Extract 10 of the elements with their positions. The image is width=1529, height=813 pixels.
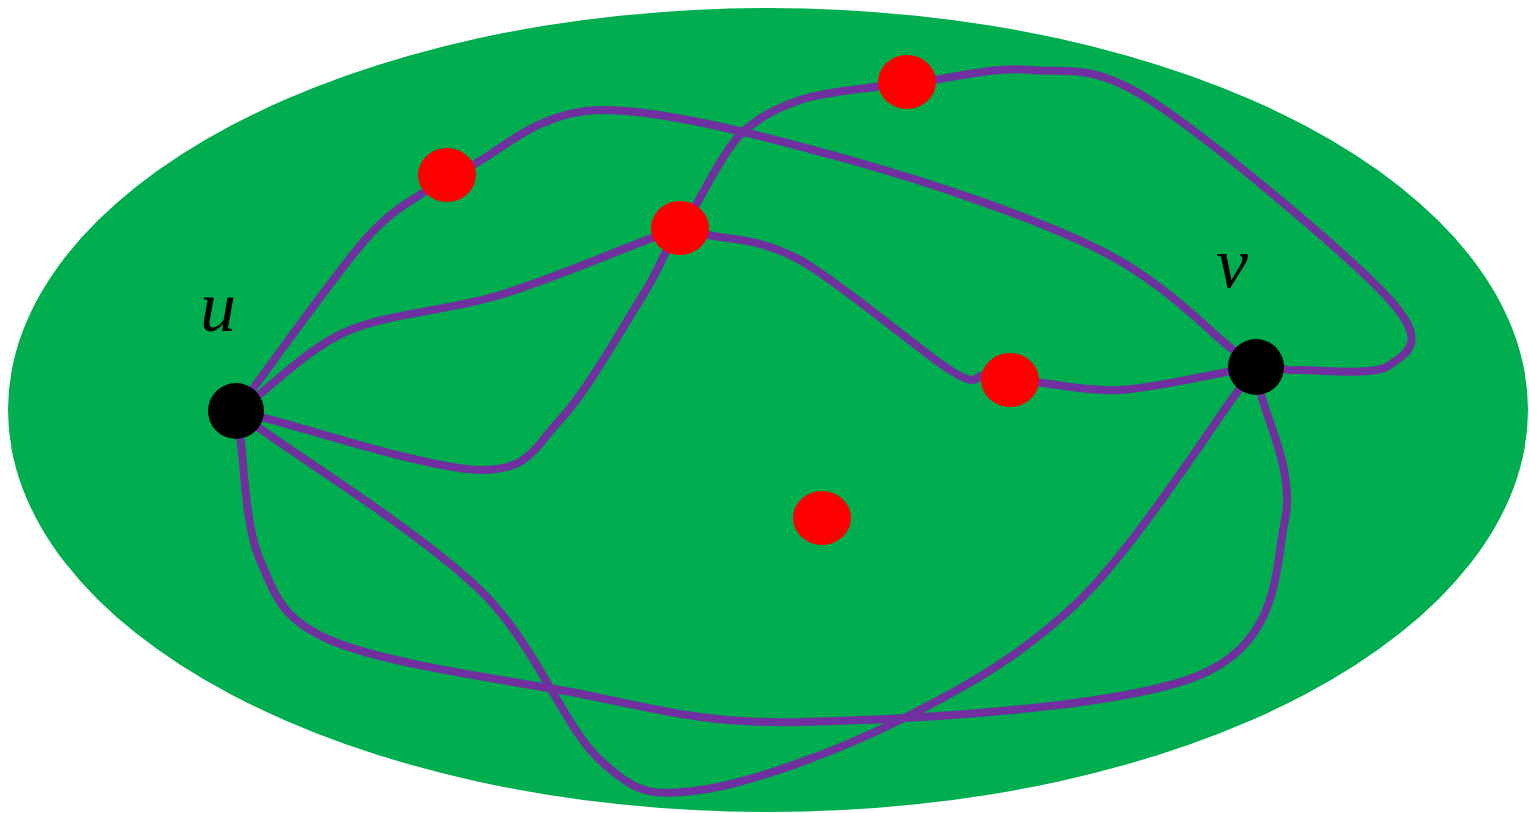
vertex-label: u: [200, 271, 236, 343]
point-dot: [418, 148, 476, 202]
vertex-label: v: [1216, 227, 1248, 299]
point-dot: [651, 201, 709, 255]
curve-line: [254, 385, 1244, 797]
point-dot: [793, 491, 851, 545]
curve-line: [248, 187, 429, 393]
point-dot: [878, 55, 936, 109]
curve-line: [254, 233, 657, 399]
point-dot: [981, 353, 1039, 407]
